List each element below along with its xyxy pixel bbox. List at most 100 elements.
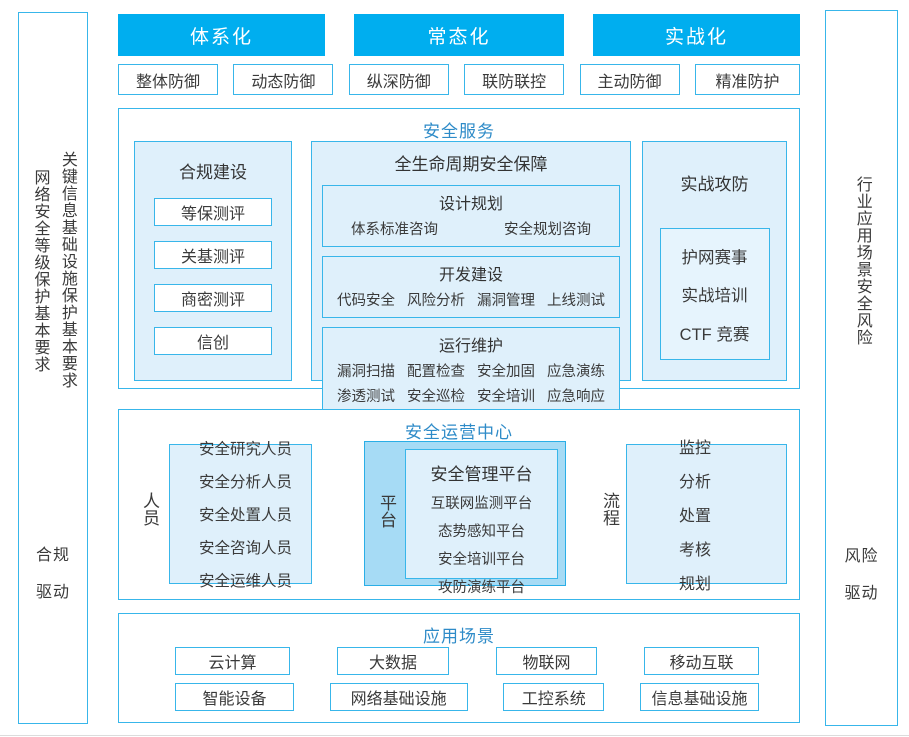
combat-panel-title: 实战攻防 <box>680 175 749 194</box>
bottom-divider <box>0 735 909 736</box>
defense-box: 整体防御 <box>118 64 218 95</box>
operate-item: 配置检查 <box>407 364 465 380</box>
application-box: 信息基础设施 <box>639 683 759 711</box>
application-box: 云计算 <box>175 647 290 675</box>
left-standards-panel: 网络安全等级保护基本要求 关键信息基础设施保护基本要求 合规 驱动 <box>18 12 88 724</box>
platform-item: 攻防演练平台 <box>438 580 525 596</box>
combat-item: 实战培训 <box>681 287 748 305</box>
operate-item: 安全加固 <box>477 364 535 380</box>
personnel-item: 安全研究人员 <box>199 441 293 458</box>
operation-center-title: 安全运营中心 <box>405 423 513 442</box>
combat-item: CTF 竞赛 <box>679 325 750 344</box>
platform-box: 平台 安全管理平台 互联网监测平台 态势感知平台 安全培训平台 攻防演练平台 <box>364 441 566 596</box>
right-risk-panel: 行业应用场景安全风险 风险 驱动 <box>825 10 898 726</box>
defense-box: 联防联控 <box>464 64 565 95</box>
defense-box: 精准防护 <box>694 64 800 95</box>
compliance-item: 商密测评 <box>154 284 272 312</box>
lifecycle-panel: 全生命周期安全保障 设计规划 体系标准咨询 安全规划咨询 开发建设 代码安全 风… <box>311 141 631 414</box>
defense-row: 整体防御 动态防御 纵深防御 联防联控 主动防御 精准防护 <box>118 64 800 95</box>
compliance-panel-title: 合规建设 <box>179 163 247 182</box>
compliance-panel: 合规建设 等保测评 关基测评 商密测评 信创 <box>134 141 292 381</box>
develop-stage: 开发建设 代码安全 风险分析 漏洞管理 上线测试 <box>322 256 620 318</box>
personnel-item: 安全运维人员 <box>199 573 293 590</box>
platform-item: 互联网监测平台 <box>430 496 533 512</box>
platform-inner-box: 安全管理平台 互联网监测平台 态势感知平台 安全培训平台 攻防演练平台 <box>405 449 558 596</box>
operate-stage-row2: 渗透测试 安全巡检 安全培训 应急响应 <box>329 385 613 406</box>
platform-title: 安全管理平台 <box>430 465 533 484</box>
risk-drive-label: 风险 驱动 <box>826 538 897 612</box>
operation-center-section: 安全运营中心 人员 安全研究人员 安全分析人员 安全处置人员 安全咨询人员 安全… <box>118 409 800 600</box>
develop-item: 代码安全 <box>337 293 395 309</box>
develop-item: 漏洞管理 <box>477 293 535 309</box>
process-label: 流程 <box>600 492 619 526</box>
process-item: 分析 <box>679 474 712 491</box>
banner-header-systematic: 体系化 <box>118 14 325 56</box>
application-box: 智能设备 <box>175 683 294 711</box>
combat-items-box: 护网赛事 实战培训 CTF 竞赛 <box>659 228 770 360</box>
develop-stage-items: 代码安全 风险分析 漏洞管理 上线测试 <box>329 289 613 310</box>
process-box: 监控 分析 处置 考核 规划 <box>626 440 787 593</box>
banner-header-practical: 实战化 <box>593 14 800 56</box>
operate-item: 安全巡检 <box>407 389 465 405</box>
process-item: 处置 <box>679 508 712 525</box>
risk-drive-line2: 驱动 <box>844 585 879 602</box>
compliance-item: 信创 <box>154 327 272 355</box>
application-row-2: 智能设备 网络基础设施 工控系统 信息基础设施 <box>175 683 759 711</box>
application-box: 工控系统 <box>503 683 605 711</box>
combat-item: 护网赛事 <box>681 248 748 267</box>
lifecycle-panel-title: 全生命周期安全保障 <box>394 155 548 174</box>
compliance-drive-label: 合规 驱动 <box>19 537 87 611</box>
application-box: 大数据 <box>337 647 449 675</box>
personnel-label: 人员 <box>140 492 159 526</box>
personnel-item: 安全处置人员 <box>199 507 293 524</box>
operate-stage-title: 运行维护 <box>438 338 503 355</box>
platform-item: 安全培训平台 <box>438 552 525 568</box>
right-risk-text: 行业应用场景安全风险 <box>826 176 897 346</box>
design-item: 安全规划咨询 <box>504 222 591 238</box>
operate-stage-row1: 漏洞扫描 配置检查 安全加固 应急演练 <box>329 360 613 381</box>
operate-item: 应急响应 <box>547 389 605 405</box>
industry-risk-label: 行业应用场景安全风险 <box>853 176 871 346</box>
platform-label: 平台 <box>377 494 396 528</box>
compliance-drive-line2: 驱动 <box>35 584 70 601</box>
security-service-section: 安全服务 合规建设 等保测评 关基测评 商密测评 信创 全生命周期安全保障 设计… <box>118 108 800 414</box>
risk-drive-line1: 风险 <box>844 548 879 565</box>
application-row-1: 云计算 大数据 物联网 移动互联 <box>175 647 759 675</box>
application-box: 网络基础设施 <box>329 683 468 711</box>
operate-item: 渗透测试 <box>337 389 395 405</box>
application-scenarios-title: 应用场景 <box>423 627 495 646</box>
operate-item: 应急演练 <box>547 364 605 380</box>
application-box: 移动互联 <box>644 647 759 675</box>
compliance-item: 等保测评 <box>154 198 272 226</box>
combat-panel: 实战攻防 护网赛事 实战培训 CTF 竞赛 <box>642 141 787 381</box>
process-item: 考核 <box>679 542 712 559</box>
develop-stage-title: 开发建设 <box>438 267 503 284</box>
security-service-title: 安全服务 <box>423 122 495 141</box>
compliance-drive-line1: 合规 <box>35 547 70 564</box>
platform-item: 态势感知平台 <box>438 524 525 540</box>
operate-stage: 运行维护 漏洞扫描 配置检查 安全加固 应急演练 渗透测试 安全巡检 安全培训 … <box>322 327 620 414</box>
design-stage-items: 体系标准咨询 安全规划咨询 <box>329 218 613 239</box>
personnel-item: 安全咨询人员 <box>199 540 293 557</box>
left-standards-text: 网络安全等级保护基本要求 关键信息基础设施保护基本要求 <box>19 151 87 389</box>
design-stage-title: 设计规划 <box>438 196 503 213</box>
application-scenarios-section: 应用场景 云计算 大数据 物联网 移动互联 智能设备 网络基础设施 工控系统 信… <box>118 613 800 723</box>
compliance-item: 关基测评 <box>154 241 272 269</box>
personnel-box: 安全研究人员 安全分析人员 安全处置人员 安全咨询人员 安全运维人员 <box>169 441 312 590</box>
operate-item: 安全培训 <box>477 389 535 405</box>
banner-header-normalized: 常态化 <box>354 14 564 56</box>
banner-header-row: 体系化 常态化 实战化 <box>118 14 800 56</box>
design-stage: 设计规划 体系标准咨询 安全规划咨询 <box>322 185 620 247</box>
operate-item: 漏洞扫描 <box>337 364 395 380</box>
personnel-item: 安全分析人员 <box>199 474 293 491</box>
application-box: 物联网 <box>496 647 597 675</box>
classified-protection-label: 网络安全等级保护基本要求 <box>31 169 49 373</box>
defense-box: 纵深防御 <box>348 64 449 95</box>
defense-box: 动态防御 <box>233 64 334 95</box>
process-item: 规划 <box>679 576 712 593</box>
design-item: 体系标准咨询 <box>351 222 438 238</box>
develop-item: 风险分析 <box>407 293 465 309</box>
critical-infrastructure-label: 关键信息基础设施保护基本要求 <box>58 151 76 389</box>
main-content: 体系化 常态化 实战化 整体防御 动态防御 纵深防御 联防联控 主动防御 精准防… <box>118 0 800 737</box>
process-item: 监控 <box>679 440 712 457</box>
